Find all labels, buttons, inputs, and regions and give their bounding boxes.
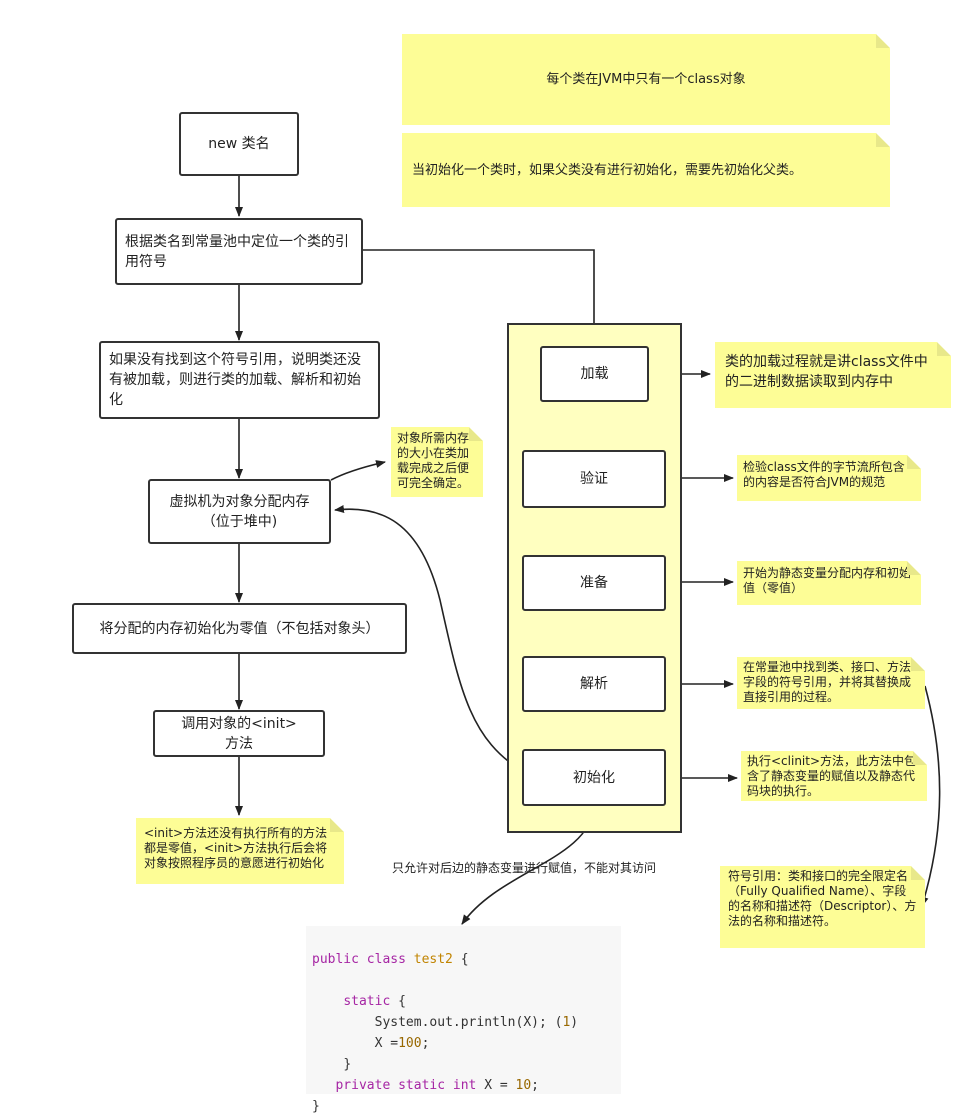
code-line-2: static { bbox=[343, 994, 406, 1009]
note-one-class-object: 每个类在JVM中只有一个class对象 bbox=[402, 34, 890, 125]
code-text: System.out.println(X); ( bbox=[374, 1015, 563, 1030]
note-one-class-text: 每个类在JVM中只有一个class对象 bbox=[546, 72, 746, 87]
stage-initialize: 初始化 bbox=[522, 749, 666, 806]
note-symbol-reference-text: 符号引用：类和接口的完全限定名（Fully Qualified Name）、字段… bbox=[728, 869, 917, 928]
note-clinit-text: 执行<clinit>方法，此方法中包含了静态变量的赋值以及静态代码块的执行。 bbox=[747, 754, 917, 798]
box-new-class: new 类名 bbox=[179, 112, 299, 176]
code-number: 100 bbox=[398, 1036, 422, 1051]
static-assign-note: 只允许对后边的静态变量进行赋值，不能对其访问 bbox=[392, 860, 682, 876]
stage-verify: 验证 bbox=[522, 450, 666, 508]
code-keyword: static bbox=[343, 994, 391, 1009]
stage-resolve: 解析 bbox=[522, 656, 666, 712]
note-resolve-text: 在常量池中找到类、接口、方法字段的符号引用，并将其替换成直接引用的过程。 bbox=[743, 660, 912, 704]
box-locate-symbol-label: 根据类名到常量池中定位一个类的引用符号 bbox=[125, 233, 349, 270]
note-verify-text: 检验class文件的字节流所包含的内容是否符合JVM的规范 bbox=[743, 460, 905, 489]
note-loading: 类的加载过程就是讲class文件中的二进制数据读取到内存中 bbox=[715, 342, 951, 408]
note-verify: 检验class文件的字节流所包含的内容是否符合JVM的规范 bbox=[737, 455, 921, 501]
code-brace: { bbox=[452, 952, 469, 967]
static-assign-note-text: 只允许对后边的静态变量进行赋值，不能对其访问 bbox=[392, 861, 657, 875]
code-line-6: private static int X = 10; bbox=[335, 1078, 539, 1093]
code-line-4: X =100; bbox=[375, 1036, 430, 1051]
code-text: ; bbox=[531, 1078, 539, 1093]
stage-prepare-label: 准备 bbox=[580, 575, 608, 591]
stage-verify-label: 验证 bbox=[580, 471, 608, 487]
note-clinit: 执行<clinit>方法，此方法中包含了静态变量的赋值以及静态代码块的执行。 bbox=[741, 751, 927, 801]
arrow-allocate-to-memory-note bbox=[330, 460, 386, 481]
code-brace: { bbox=[390, 994, 406, 1009]
box-call-init: 调用对象的<init>方法 bbox=[153, 710, 325, 757]
code-line-7: } bbox=[312, 1099, 320, 1114]
box-zero-init-label: 将分配的内存初始化为零值（不包括对象头） bbox=[99, 620, 380, 637]
stage-prepare: 准备 bbox=[522, 555, 666, 611]
stage-load: 加载 bbox=[540, 346, 649, 402]
stage-resolve-label: 解析 bbox=[580, 676, 608, 692]
note-loading-text: 类的加载过程就是讲class文件中的二进制数据读取到内存中 bbox=[725, 354, 928, 390]
code-number: 1 bbox=[562, 1015, 571, 1030]
code-line-1: public class test2 { bbox=[312, 952, 469, 967]
note-parent-init-text: 当初始化一个类时，如果父类没有进行初始化，需要先初始化父类。 bbox=[412, 162, 803, 178]
code-block: public class test2 { static { System.out… bbox=[306, 926, 621, 1114]
box-new-class-label: new 类名 bbox=[208, 136, 270, 152]
note-memory-size: 对象所需内存的大小在类加载完成之后便可完全确定。 bbox=[391, 427, 483, 497]
note-symbol-reference: 符号引用：类和接口的完全限定名（Fully Qualified Name）、字段… bbox=[720, 866, 925, 948]
arrow-initialize-to-allocate bbox=[334, 505, 525, 773]
note-prepare: 开始为静态变量分配内存和初始值（零值） bbox=[737, 561, 921, 605]
box-if-not-found: 如果没有找到这个符号引用，说明类还没有被加载，则进行类的加载、解析和初始化 bbox=[99, 341, 380, 419]
code-keyword: public class bbox=[312, 952, 406, 967]
code-line-5: } bbox=[343, 1057, 352, 1072]
note-memory-size-text: 对象所需内存的大小在类加载完成之后便可完全确定。 bbox=[397, 431, 470, 490]
note-init-method: <init>方法还没有执行所有的方法都是零值，<init>方法执行后会将对象按照… bbox=[136, 818, 344, 884]
box-zero-init: 将分配的内存初始化为零值（不包括对象头） bbox=[72, 603, 407, 654]
stage-initialize-label: 初始化 bbox=[573, 769, 615, 786]
box-allocate-memory-label: 虚拟机为对象分配内存（位于堆中) bbox=[169, 493, 310, 530]
code-text: X = bbox=[374, 1036, 399, 1051]
arrow-resolve-note-to-symbol bbox=[920, 685, 941, 907]
box-if-not-found-label: 如果没有找到这个符号引用，说明类还没有被加载，则进行类的加载、解析和初始化 bbox=[109, 352, 361, 408]
code-keyword: private static int bbox=[335, 1078, 477, 1093]
arrow-locate-to-load bbox=[362, 249, 598, 345]
box-locate-symbol: 根据类名到常量池中定位一个类的引用符号 bbox=[115, 218, 363, 285]
note-init-method-text: <init>方法还没有执行所有的方法都是零值，<init>方法执行后会将对象按照… bbox=[144, 826, 328, 870]
code-text: ; bbox=[421, 1036, 430, 1051]
stage-load-label: 加载 bbox=[580, 366, 609, 382]
note-resolve: 在常量池中找到类、接口、方法字段的符号引用，并将其替换成直接引用的过程。 bbox=[737, 657, 925, 709]
code-number: 10 bbox=[515, 1078, 532, 1093]
box-allocate-memory: 虚拟机为对象分配内存（位于堆中) bbox=[148, 479, 331, 544]
code-class-name: test2 bbox=[413, 952, 453, 967]
code-text: X = bbox=[476, 1078, 516, 1093]
note-parent-init: 当初始化一个类时，如果父类没有进行初始化，需要先初始化父类。 bbox=[402, 133, 890, 207]
note-prepare-text: 开始为静态变量分配内存和初始值（零值） bbox=[743, 566, 912, 595]
code-text: ) bbox=[570, 1015, 579, 1030]
box-call-init-label: 调用对象的<init>方法 bbox=[181, 715, 297, 752]
code-line-3: System.out.println(X); (1) bbox=[375, 1015, 579, 1030]
